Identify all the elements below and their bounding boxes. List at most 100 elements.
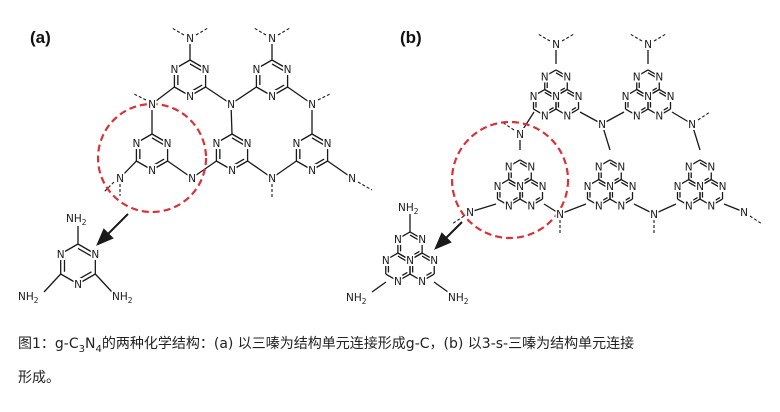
central-nitrogen: N [516,181,524,193]
ring-nitrogen: N [418,276,426,288]
ring-nitrogen: N [324,138,332,150]
atom-label-bg [492,180,502,193]
central-nitrogen: N [606,181,614,193]
ring-nitrogen: N [292,138,300,150]
dangling-bond [653,33,667,42]
dangling-bond [561,33,575,42]
atom-label-bg [515,128,525,140]
atom-label-bg [739,206,749,218]
ring-nitrogen: N [494,181,502,193]
dangling-bond [195,27,209,36]
dangling-bond [537,33,551,42]
atom-label-bg [267,90,277,102]
ring-nitrogen: N [719,181,727,193]
atom-label-bg [540,70,550,83]
atom-label-bg [417,232,427,245]
ring-nitrogen: N [595,201,603,213]
subscript-2: 2 [128,296,133,305]
ring-nitrogen: N [394,276,402,288]
bridging-nitrogen: N [268,173,276,185]
ring-nitrogen: N [382,255,390,267]
ring-nitrogen: N [308,165,316,177]
c-n-bond [94,273,113,293]
atom-label-bg [345,291,366,303]
ring-nitrogen: N [530,91,538,103]
atom-label-bg [628,180,638,193]
highlight-circles [96,102,570,240]
ring-nitrogen: N [595,161,603,173]
bridging-nitrogen: N [644,39,652,51]
atom-label-bg [687,118,697,130]
atom-label-bg [90,248,100,260]
ring-nitrogen: N [685,201,693,213]
ring-nitrogen: N [186,91,194,103]
atom-label-bg [526,199,536,212]
atom-label-bg [643,90,653,102]
atom-label-bg [115,172,125,184]
panel-b-label: (b) [400,28,422,47]
ring-nitrogen: N [655,111,663,123]
double-bond [151,137,165,146]
subscript-2: 2 [464,297,469,306]
ring-nitrogen: N [505,161,513,173]
atom-label-bg [111,290,132,302]
bridging-nitrogen: N [516,129,524,141]
ring-nitrogen: N [212,138,220,150]
atom-label-bg [551,38,561,50]
arrow-head [434,232,452,250]
ring-nitrogen: N [541,71,549,83]
bridging-nitrogen: N [116,173,124,185]
dangling-bond [451,215,465,225]
atom-label-bg [17,290,38,302]
double-bond [231,137,245,146]
atom-label-bg [147,164,157,176]
arrows [96,213,463,250]
ring-nitrogen: N [633,71,641,83]
ring-nitrogen: N [527,161,535,173]
bridging-nitrogen: N [227,99,235,111]
ring-nitrogen: N [563,71,571,83]
atom-label-bg [528,90,538,103]
atom-label-bg [131,137,141,149]
atom-label-bg [447,291,468,303]
atom-label-bg [163,137,173,149]
ring-nitrogen: N [57,249,65,261]
ring-nitrogen: N [418,234,426,246]
atom-label-bg [147,98,157,110]
atom-label-bg [620,90,630,103]
c-n-bond [371,281,387,293]
subscript-2: 2 [34,296,39,305]
dangling-bond [357,181,373,191]
ring-nitrogen: N [617,161,625,173]
atom-label-bg [684,199,694,212]
dangling-bond [317,93,331,101]
dangling-bond [103,181,115,193]
atom-label-bg [267,172,277,184]
ring-nitrogen: N [655,71,663,83]
ring-nitrogen: N [539,181,547,193]
atom-label-bg [65,212,86,224]
bridging-nitrogen: N [186,33,194,45]
bridging-nitrogen: N [552,39,560,51]
caption-line2: 形成。 [18,369,60,386]
ring-nitrogen: N [584,181,592,193]
amine-group: NH2 [66,213,87,227]
central-nitrogen: N [552,91,560,103]
panel-a-label: (a) [30,28,51,47]
atom-label-bg [555,208,565,220]
atom-label-bg [393,232,403,245]
atom-label-bg [307,98,317,110]
ring-nitrogen: N [74,279,82,291]
c-n-bond [433,281,449,293]
dangling-bond [277,27,291,36]
amine-group: NH2 [398,202,419,216]
figure-caption: 图1：g-C3N4的两种化学结构：(a) 以三嗪为结构单元连接形成g-C，(b)… [18,330,763,392]
atom-label-bg [267,32,277,44]
atom-label-bg [594,160,604,173]
arrow-head [96,228,114,246]
atom-label-bg [540,109,550,122]
caption-sub1: 3 [78,343,85,355]
atom-label-bg [227,164,237,176]
atom-label-bg [381,254,391,267]
